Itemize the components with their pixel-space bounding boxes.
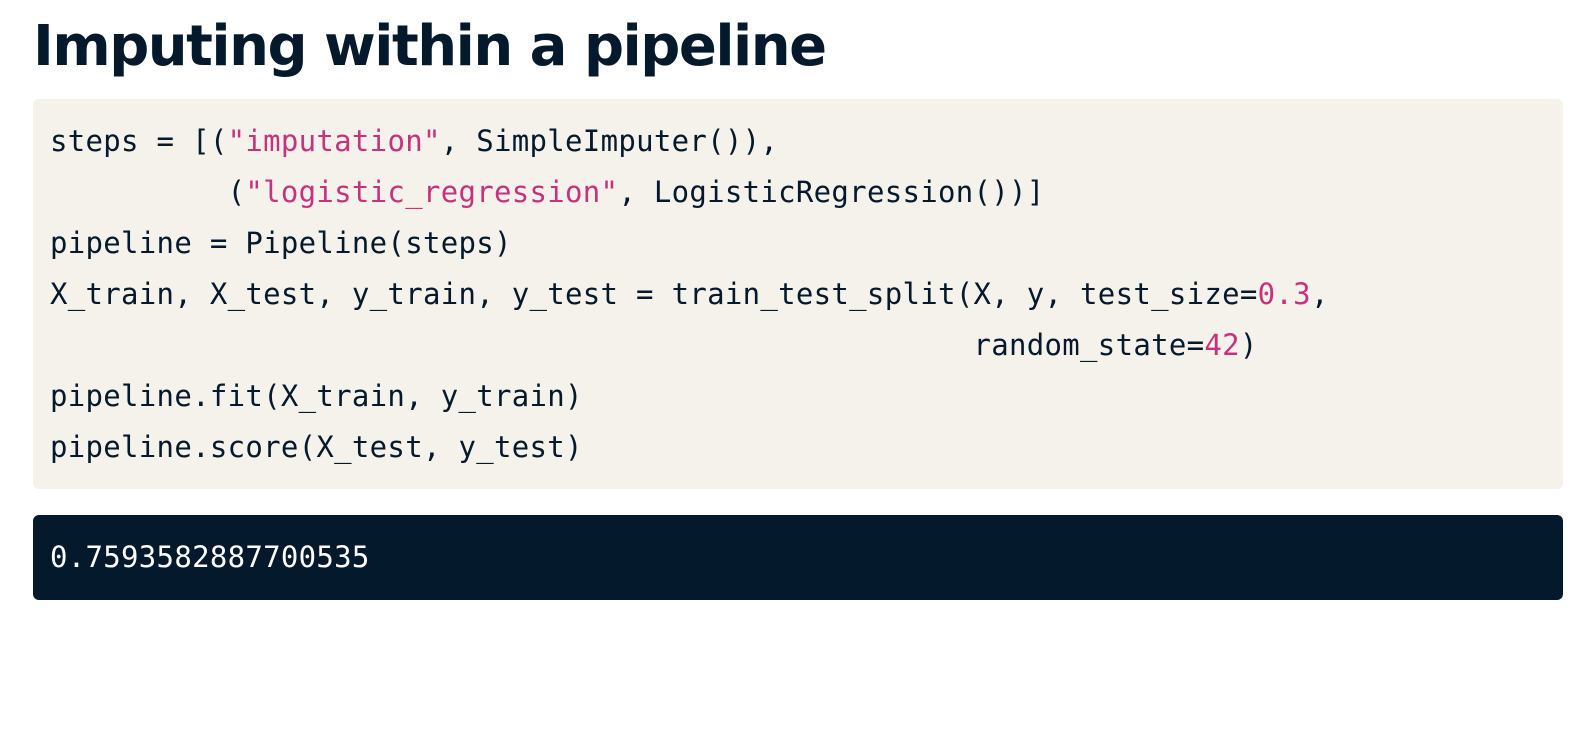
number-literal: 42 (1204, 328, 1240, 362)
code-text: , LogisticRegression())] (618, 175, 1045, 209)
code-text: ) (1239, 328, 1258, 362)
code-text: pipeline = Pipeline(steps) (50, 226, 512, 260)
code-text: , SimpleImputer()), (440, 124, 779, 158)
code-line-score: pipeline.score(X_test, y_test) (50, 427, 583, 467)
code-block: steps = [("imputation", SimpleImputer())… (33, 99, 1563, 489)
string-literal: "imputation" (227, 124, 441, 158)
number-literal: 0.3 (1257, 277, 1311, 311)
output-block: 0.7593582887700535 (33, 515, 1563, 600)
code-text: random_state= (50, 328, 1205, 362)
code-line-fit: pipeline.fit(X_train, y_train) (50, 376, 583, 416)
code-text: , (1310, 277, 1329, 311)
code-line-pipeline: pipeline = Pipeline(steps) (50, 223, 512, 263)
output-value: 0.7593582887700535 (50, 540, 370, 574)
code-text: X_train, X_test, y_train, y_test = train… (50, 277, 1258, 311)
code-text: steps = [( (50, 124, 228, 158)
code-line-steps-1: steps = [("imputation", SimpleImputer())… (50, 121, 778, 161)
code-line-split-2: random_state=42) (50, 325, 1258, 365)
code-line-split-1: X_train, X_test, y_train, y_test = train… (50, 274, 1329, 314)
string-literal: "logistic_regression" (245, 175, 619, 209)
code-text: ( (50, 175, 246, 209)
slide-title: Imputing within a pipeline (33, 14, 827, 79)
code-line-steps-2: ("logistic_regression", LogisticRegressi… (50, 172, 1045, 212)
code-text: pipeline.fit(X_train, y_train) (50, 379, 583, 413)
code-text: pipeline.score(X_test, y_test) (50, 430, 583, 464)
